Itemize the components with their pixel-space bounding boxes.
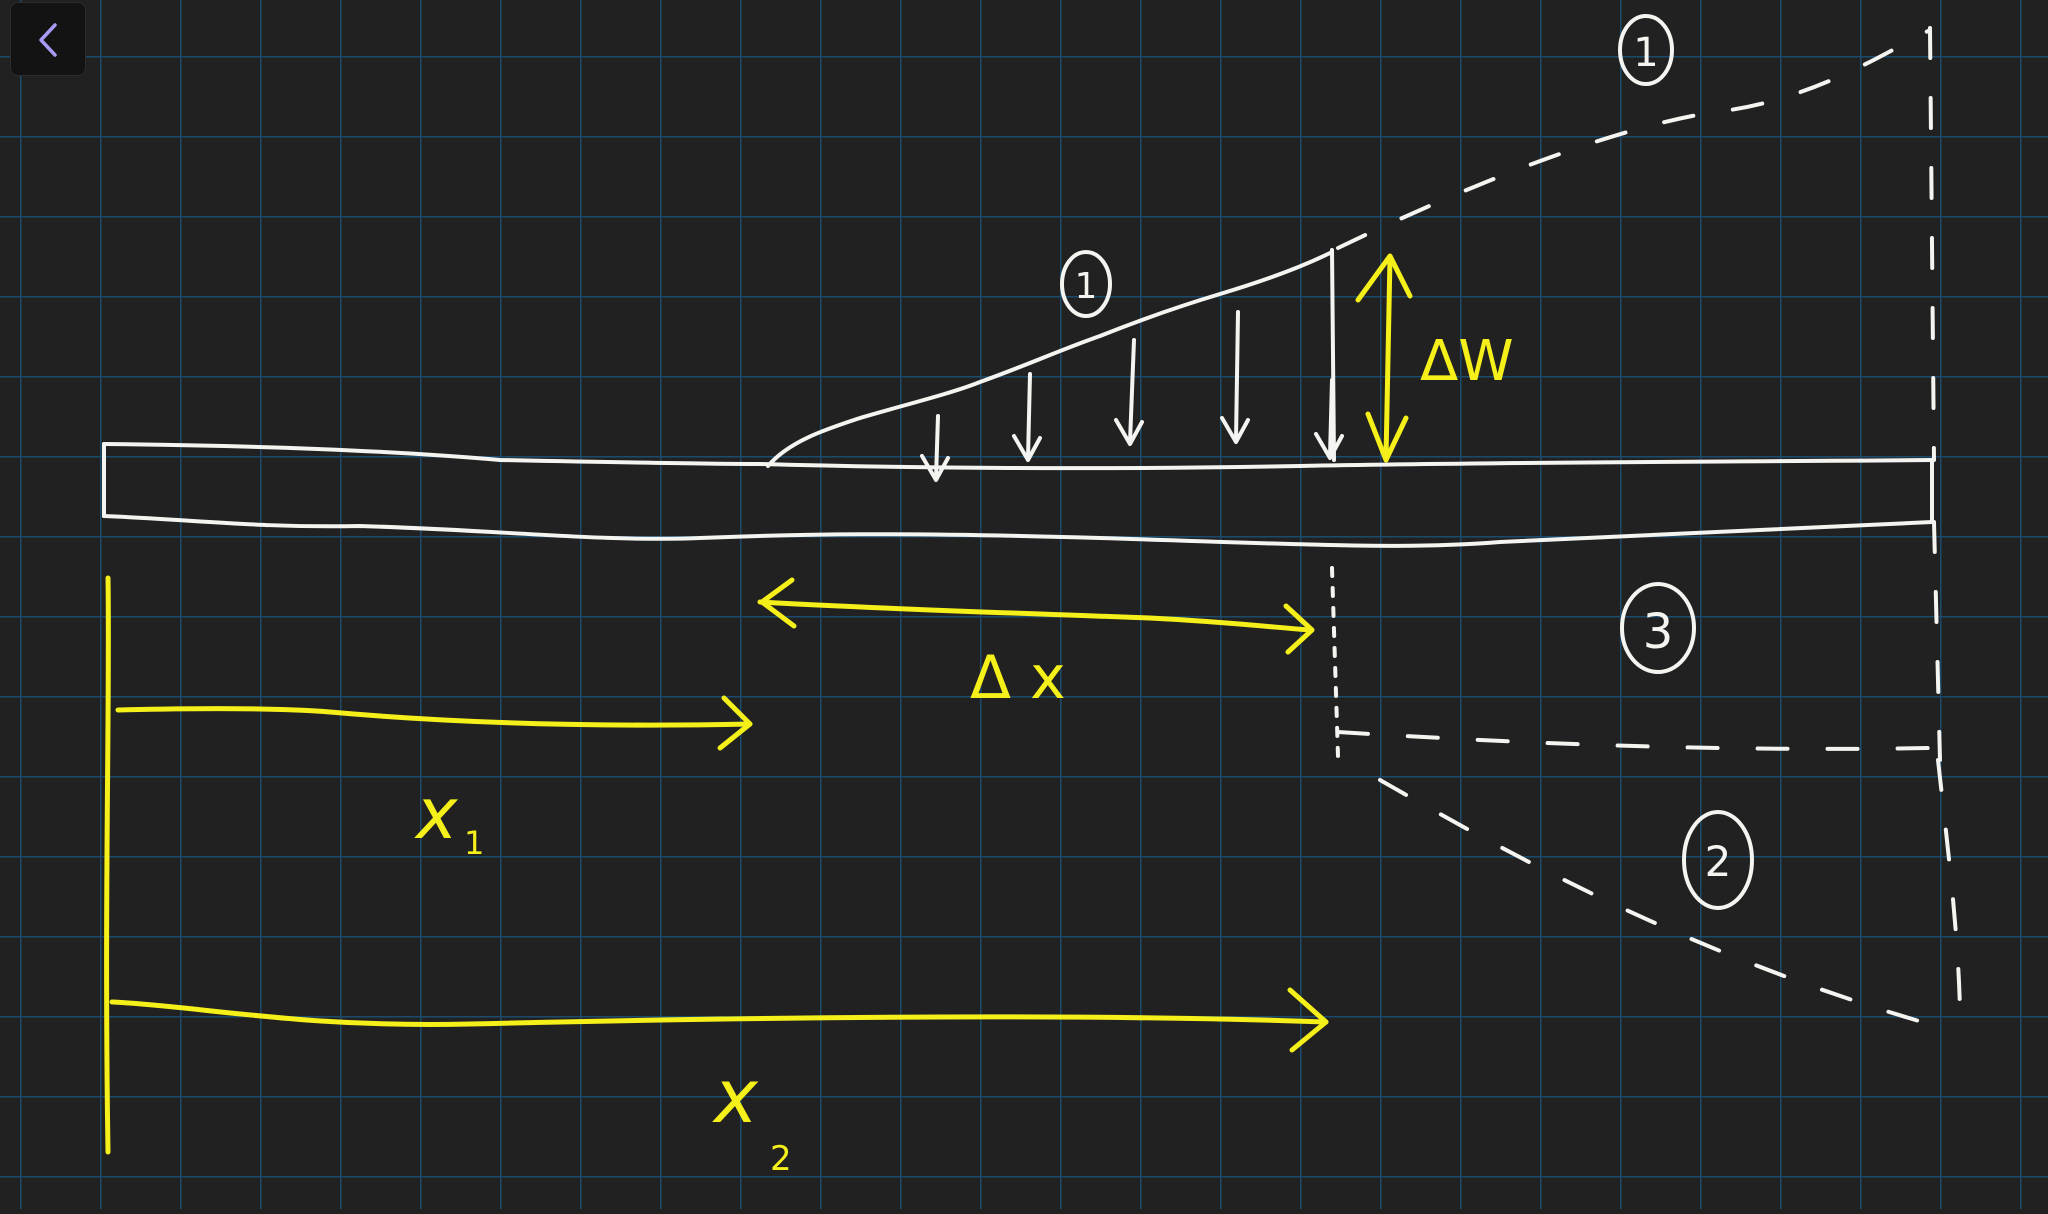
distributed-load bbox=[766, 248, 1344, 482]
x2-dimension: x 2 bbox=[109, 987, 1329, 1179]
svg-text:1: 1 bbox=[1633, 30, 1658, 76]
svg-text:2: 2 bbox=[770, 1139, 792, 1179]
load-arrow bbox=[1114, 338, 1144, 446]
region-label-1-load: 1 bbox=[1060, 250, 1112, 318]
dashed-region-outlines bbox=[1330, 26, 1962, 1032]
region-label-1-top: 1 bbox=[1618, 14, 1674, 86]
svg-text:x: x bbox=[712, 1054, 759, 1140]
svg-text:1: 1 bbox=[1075, 266, 1098, 307]
load-arrow bbox=[1220, 310, 1250, 444]
region-label-3: 3 bbox=[1620, 582, 1696, 674]
load-arrow bbox=[920, 414, 950, 482]
x1-dimension: x 1 bbox=[115, 695, 753, 862]
back-button[interactable] bbox=[10, 2, 86, 76]
delta-x-dimension: Δ x bbox=[757, 577, 1315, 713]
svg-text:1: 1 bbox=[464, 824, 484, 862]
svg-text:3: 3 bbox=[1643, 604, 1674, 660]
load-arrow bbox=[1012, 372, 1042, 462]
region-label-2: 2 bbox=[1682, 810, 1754, 910]
datum-line bbox=[104, 575, 111, 1155]
svg-text:2: 2 bbox=[1705, 837, 1732, 886]
load-arrow bbox=[1314, 378, 1344, 460]
delta-w-dimension: ΔW bbox=[1355, 253, 1514, 463]
chevron-left-icon bbox=[39, 23, 57, 57]
svg-text:ΔW: ΔW bbox=[1420, 329, 1514, 394]
svg-text:Δ x: Δ x bbox=[970, 643, 1066, 713]
svg-text:x: x bbox=[414, 773, 458, 855]
beam bbox=[102, 442, 1934, 548]
